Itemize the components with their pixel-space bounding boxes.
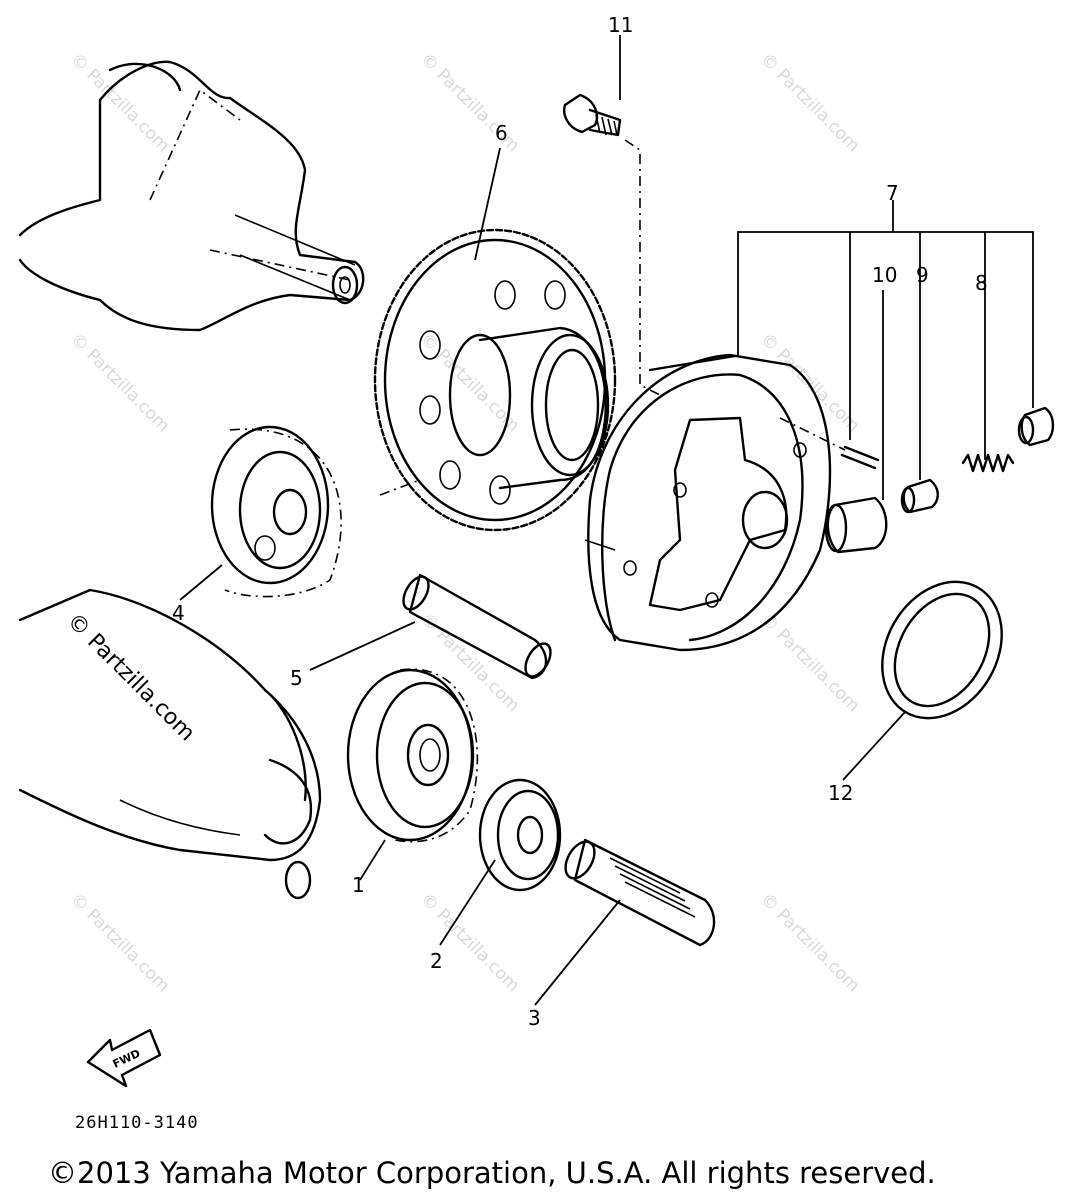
shaft-5 — [402, 573, 552, 680]
callout-bracket-7 — [737, 200, 1034, 500]
watermark: © Partzilla.com — [66, 329, 173, 436]
watermark: © Partzilla.com — [416, 889, 523, 996]
callouts: 1 2 3 4 5 6 7 8 9 10 11 12 — [172, 13, 988, 1030]
callout-4: 4 — [172, 601, 185, 625]
gear-1 — [346, 668, 479, 843]
callout-7: 7 — [886, 181, 899, 205]
watermark: © Partzilla.com — [66, 889, 173, 996]
leader-lines — [179, 147, 906, 1006]
callout-1: 1 — [352, 873, 365, 897]
callout-6: 6 — [495, 121, 508, 145]
crankshaft — [18, 60, 365, 332]
callout-3: 3 — [528, 1006, 541, 1030]
document-number: 26H110-3140 — [75, 1113, 199, 1133]
watermark: © Partzilla.com — [756, 889, 863, 996]
starter-clutch-7 — [584, 353, 832, 652]
gear-2 — [478, 778, 562, 892]
watermark: © Partzilla.com — [756, 609, 863, 716]
callout-2: 2 — [430, 949, 443, 973]
washer-12 — [881, 580, 1003, 720]
callout-11: 11 — [608, 13, 633, 37]
watermark-large: © Partzilla.com — [62, 609, 200, 747]
callout-9: 9 — [916, 263, 929, 287]
fwd-arrow: FWD — [86, 1028, 162, 1088]
gear-4 — [210, 425, 342, 598]
watermark: © Partzilla.com — [756, 49, 863, 156]
clutch-small-parts — [779, 406, 1055, 554]
shaft-3 — [564, 838, 716, 947]
bolt-11 — [563, 35, 661, 396]
starter-motor — [18, 588, 322, 900]
callout-10: 10 — [872, 263, 897, 287]
callout-5: 5 — [290, 666, 303, 690]
copyright-footer: ©2013 Yamaha Motor Corporation, U.S.A. A… — [48, 1156, 936, 1190]
gear-6 — [373, 228, 617, 532]
callout-12: 12 — [828, 781, 853, 805]
callout-8: 8 — [975, 271, 988, 295]
